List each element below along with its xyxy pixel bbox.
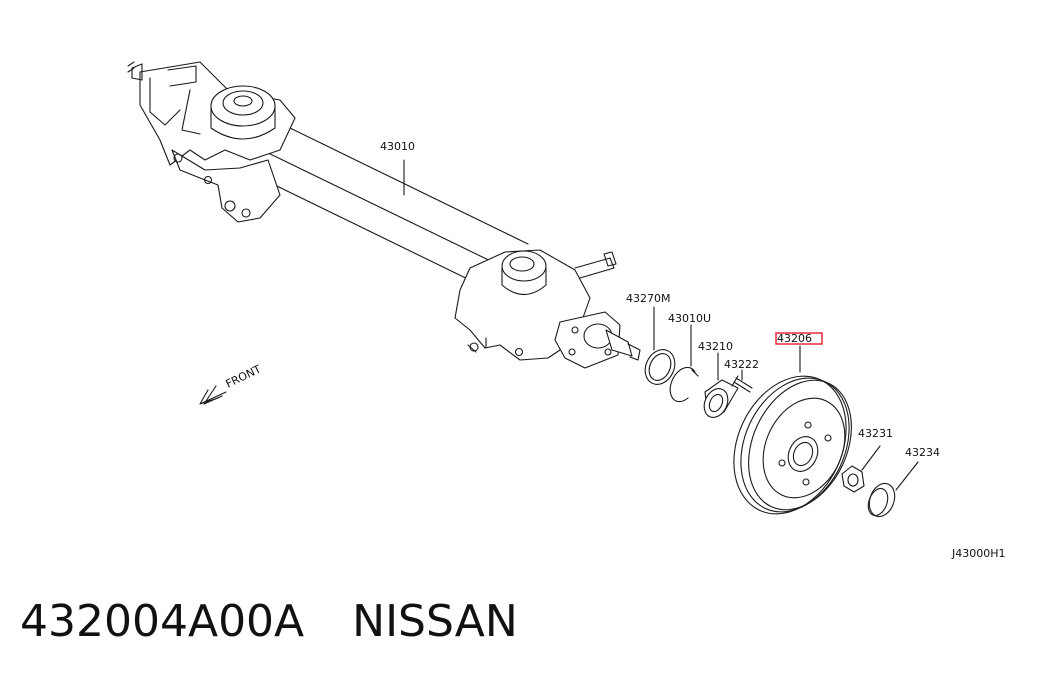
label-bolt: 43222 bbox=[724, 358, 759, 371]
label-snap-ring: 43010U bbox=[668, 312, 711, 325]
brake-drum bbox=[733, 332, 852, 515]
label-bearing: 43210 bbox=[698, 340, 733, 353]
label-spacer: 43270M bbox=[626, 292, 670, 305]
label-axle: 43010 bbox=[380, 140, 415, 153]
brand-name: NISSAN bbox=[352, 596, 518, 647]
part-number: 432004A00A bbox=[20, 596, 305, 647]
drawing-code: J43000H1 bbox=[951, 547, 1006, 560]
spacer-ring bbox=[644, 306, 676, 385]
label-cap: 43234 bbox=[905, 446, 940, 459]
hub-bolt bbox=[731, 369, 753, 393]
grease-cap bbox=[867, 461, 919, 518]
front-label: FRONT bbox=[224, 362, 264, 390]
label-drum: 43206 bbox=[777, 332, 812, 345]
front-direction-indicator: FRONT bbox=[199, 362, 264, 405]
snap-ring bbox=[669, 324, 699, 403]
drum-label-highlight bbox=[775, 332, 823, 345]
wheel-bearing bbox=[703, 352, 739, 418]
part-caption: 432004A00A NISSAN bbox=[20, 596, 518, 647]
exploded-parts-diagram: FRONT bbox=[127, 61, 1006, 560]
hub-nut bbox=[841, 445, 881, 493]
label-nut: 43231 bbox=[858, 427, 893, 440]
rear-axle-beam bbox=[127, 61, 641, 369]
